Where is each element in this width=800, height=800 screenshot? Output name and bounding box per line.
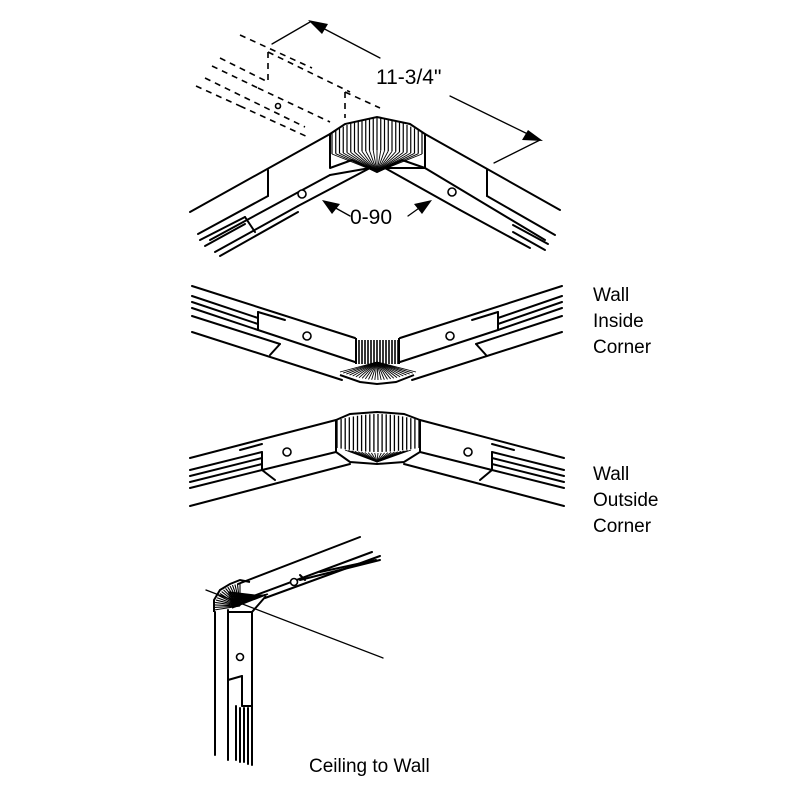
screw-hole	[282, 447, 292, 457]
ceiling-rail	[237, 536, 381, 599]
pleat-line	[374, 361, 378, 380]
connector-outline	[339, 374, 415, 386]
flex-connector	[329, 115, 426, 174]
flex-connector	[213, 578, 269, 613]
pleat-line	[376, 361, 382, 381]
figure-label: Ceiling to Wall	[309, 756, 430, 777]
pleat-line	[231, 593, 269, 609]
pleat-line	[358, 361, 378, 378]
pleat-line	[376, 361, 379, 381]
pleat-line	[374, 452, 378, 463]
pleat-line	[364, 361, 378, 380]
figure-wall-inside-corner: Wall Inside Corner	[191, 285, 652, 386]
length-dimension: 11-3/4"	[271, 20, 543, 164]
left-rail	[189, 419, 351, 507]
pleat-line	[350, 151, 378, 173]
left-rail	[191, 285, 356, 381]
angle-dimension: 0-90	[322, 200, 432, 229]
arrow-head-top	[308, 20, 328, 34]
right-rail	[403, 419, 565, 507]
pleat-line	[369, 150, 378, 173]
arrow-angle-right	[414, 200, 432, 214]
right-rail	[399, 285, 563, 381]
pleat-line	[367, 452, 378, 463]
pleat-line	[361, 151, 378, 173]
figure-ceiling-to-wall: Ceiling to Wall	[205, 536, 430, 777]
pleat-line	[371, 361, 378, 380]
pleat-line	[376, 150, 382, 173]
arrow-angle-left	[322, 200, 340, 214]
pleat-line	[365, 150, 378, 173]
screw-hole	[235, 652, 245, 662]
screw-hole	[297, 189, 307, 199]
pleat-line	[376, 361, 385, 380]
pleat-line	[368, 361, 378, 380]
screw-hole	[302, 331, 312, 341]
pleat-line	[376, 150, 385, 173]
label-line-2: Inside	[593, 311, 644, 332]
pleat-line	[372, 150, 378, 173]
connector-outline	[335, 420, 421, 466]
screw-hole	[447, 187, 457, 197]
screw-hole	[289, 577, 299, 587]
label-line-3: Corner	[593, 337, 652, 358]
label-line-1: Wall	[593, 285, 629, 306]
pleat-line	[361, 361, 378, 379]
figure-wall-outside-corner: Wall Outside Corner	[189, 410, 658, 537]
right-rail	[384, 133, 561, 251]
label-line-2: Outside	[593, 490, 658, 511]
pleat-line	[376, 151, 393, 173]
pleat-line	[376, 452, 379, 463]
flex-connector	[339, 338, 417, 386]
pleat-line	[376, 449, 412, 463]
pleat-line	[376, 151, 397, 173]
ghost-rail-dashed	[195, 34, 381, 139]
label-line-1: Wall	[593, 464, 629, 485]
length-dimension-label: 11-3/4"	[376, 66, 441, 89]
pleat-line	[354, 151, 378, 173]
pleat-line	[371, 452, 378, 463]
connector-outline	[335, 410, 421, 421]
pleat-line	[376, 361, 417, 373]
pleat-line	[376, 361, 388, 380]
figure-adjustable-corner: 11-3/4"	[189, 20, 561, 257]
pleat-line	[376, 150, 389, 173]
label-line-3: Corner	[593, 516, 652, 537]
connector-outline	[228, 595, 267, 613]
left-rail	[189, 133, 371, 257]
pleat-line	[357, 151, 378, 173]
connector-outline	[213, 578, 251, 612]
angle-dimension-label: 0-90	[350, 206, 392, 229]
connector-outline	[329, 158, 426, 174]
arrow-head-bottom	[522, 130, 543, 141]
connector-outline	[329, 115, 426, 135]
wall-rail	[214, 609, 253, 766]
screw-hole	[463, 447, 473, 457]
flex-connector	[335, 410, 421, 466]
screw-hole	[445, 331, 455, 341]
